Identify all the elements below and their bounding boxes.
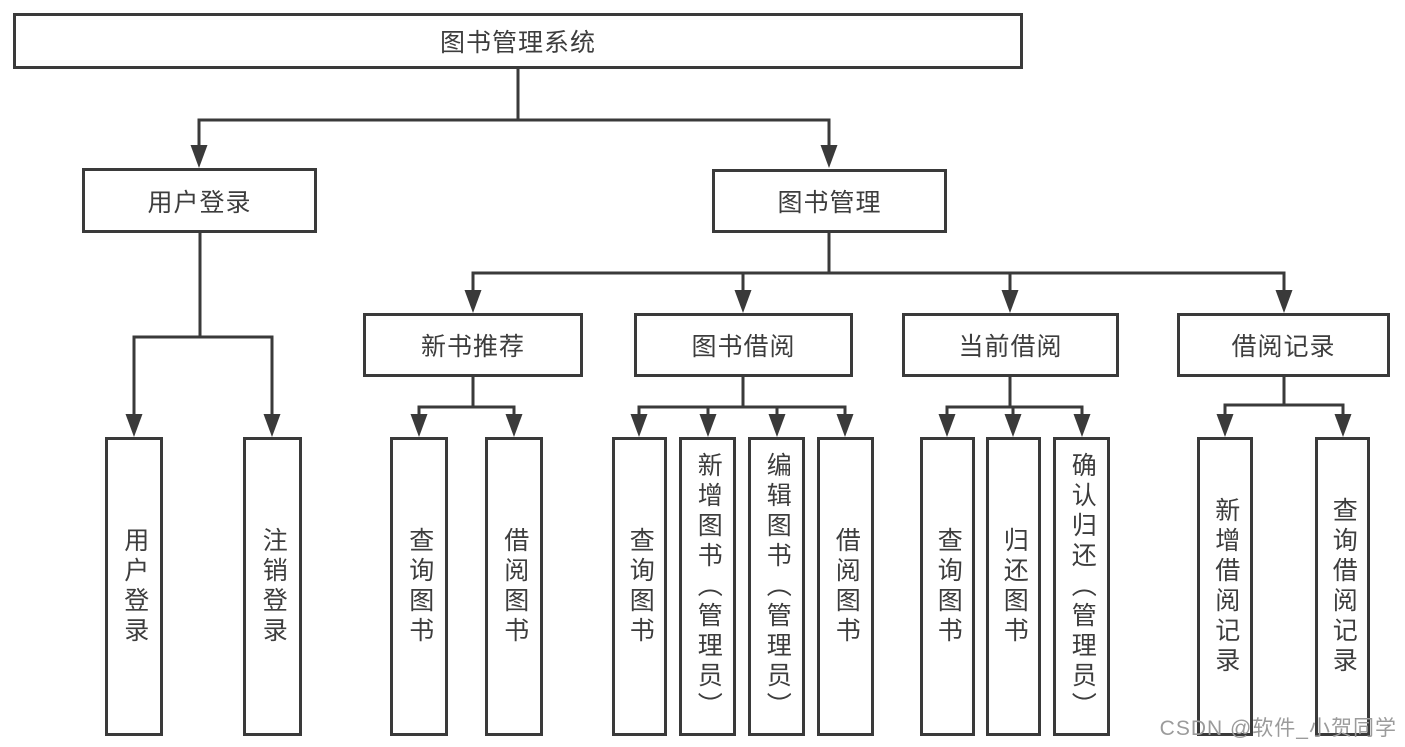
- leaf-query-borrow-record-label: 查询借阅记录: [1329, 496, 1358, 677]
- leaf-add-books-admin-label: 新增图书（管理员）: [694, 451, 723, 722]
- leaf-query-books-2: 查询图书: [612, 437, 667, 736]
- node-book-management: 图书管理: [712, 169, 947, 233]
- node-current-borrow-label: 当前借阅: [958, 333, 1063, 361]
- node-user-login-label: 用户登录: [147, 188, 252, 217]
- leaf-return-books: 归还图书: [986, 437, 1041, 736]
- arrowhead: [836, 414, 854, 437]
- csdn-watermark: CSDN @软件_小贺同学: [1159, 717, 1397, 740]
- node-book-borrow: 图书借阅: [634, 313, 853, 377]
- node-book-management-label: 图书管理: [777, 189, 882, 217]
- leaf-user-login: 用户登录: [105, 437, 163, 736]
- arrowheads: [125, 145, 1352, 437]
- leaf-confirm-return-admin: 确认归还（管理员）: [1053, 437, 1110, 736]
- connector-userlogin-to-leaves: [132, 231, 274, 422]
- arrowhead: [1073, 414, 1091, 437]
- leaf-logout: 注销登录: [243, 437, 302, 736]
- arrowhead: [938, 414, 956, 437]
- arrowhead: [1275, 290, 1293, 313]
- leaf-confirm-return-admin-label: 确认归还（管理员）: [1068, 451, 1097, 722]
- leaf-query-books-2-label: 查询图书: [626, 526, 655, 647]
- leaf-borrow-books-1: 借阅图书: [485, 437, 543, 736]
- leaf-query-borrow-record: 查询借阅记录: [1315, 437, 1370, 736]
- connector-borrowrecords-to-leaves: [1223, 375, 1345, 422]
- arrowhead: [190, 145, 208, 168]
- leaf-logout-label: 注销登录: [259, 526, 288, 647]
- leaf-borrow-books-1-label: 借阅图书: [500, 526, 529, 647]
- arrowhead: [1334, 414, 1352, 437]
- arrowhead: [699, 414, 717, 437]
- leaf-query-books-3-label: 查询图书: [934, 526, 963, 647]
- leaf-query-books-1-label: 查询图书: [405, 526, 434, 647]
- connector-bookmgmt-to-level3: [471, 231, 1286, 298]
- node-new-book-recommend-label: 新书推荐: [420, 333, 525, 361]
- leaf-query-books-3: 查询图书: [920, 437, 975, 736]
- arrowhead: [410, 414, 428, 437]
- leaf-add-books-admin: 新增图书（管理员）: [679, 437, 736, 736]
- connector-currentborrow-to-leaves: [945, 375, 1084, 422]
- leaf-add-borrow-record: 新增借阅记录: [1197, 437, 1253, 736]
- connector-bookborrow-to-leaves: [637, 375, 847, 422]
- leaf-user-login-label: 用户登录: [120, 526, 149, 647]
- leaf-edit-books-admin-label: 编辑图书（管理员）: [763, 451, 792, 722]
- arrowhead: [630, 414, 648, 437]
- node-book-borrow-label: 图书借阅: [691, 333, 796, 361]
- arrowhead: [464, 290, 482, 313]
- arrowhead: [734, 290, 752, 313]
- connector-newbooks-to-leaves: [417, 375, 516, 422]
- node-borrow-records-label: 借阅记录: [1231, 333, 1336, 361]
- leaf-borrow-books-2-label: 借阅图书: [832, 526, 861, 647]
- arrowhead: [1001, 290, 1019, 313]
- connector-root-to-level2: [197, 67, 831, 152]
- node-new-book-recommend: 新书推荐: [363, 313, 583, 377]
- node-user-login: 用户登录: [82, 168, 317, 233]
- leaf-add-borrow-record-label: 新增借阅记录: [1211, 496, 1240, 677]
- arrowhead: [768, 414, 786, 437]
- connector-paths: [132, 67, 1345, 422]
- node-borrow-records: 借阅记录: [1177, 313, 1390, 377]
- arrowhead: [1216, 414, 1234, 437]
- arrowhead: [820, 145, 838, 168]
- node-root: 图书管理系统: [13, 13, 1023, 69]
- arrowhead: [125, 414, 143, 437]
- arrowhead: [1004, 414, 1022, 437]
- leaf-query-books-1: 查询图书: [390, 437, 448, 736]
- node-current-borrow: 当前借阅: [902, 313, 1119, 377]
- arrowhead: [505, 414, 523, 437]
- leaf-return-books-label: 归还图书: [1000, 526, 1029, 647]
- leaf-borrow-books-2: 借阅图书: [817, 437, 874, 736]
- arrowhead: [263, 414, 281, 437]
- leaf-edit-books-admin: 编辑图书（管理员）: [748, 437, 805, 736]
- node-root-label: 图书管理系统: [439, 29, 596, 57]
